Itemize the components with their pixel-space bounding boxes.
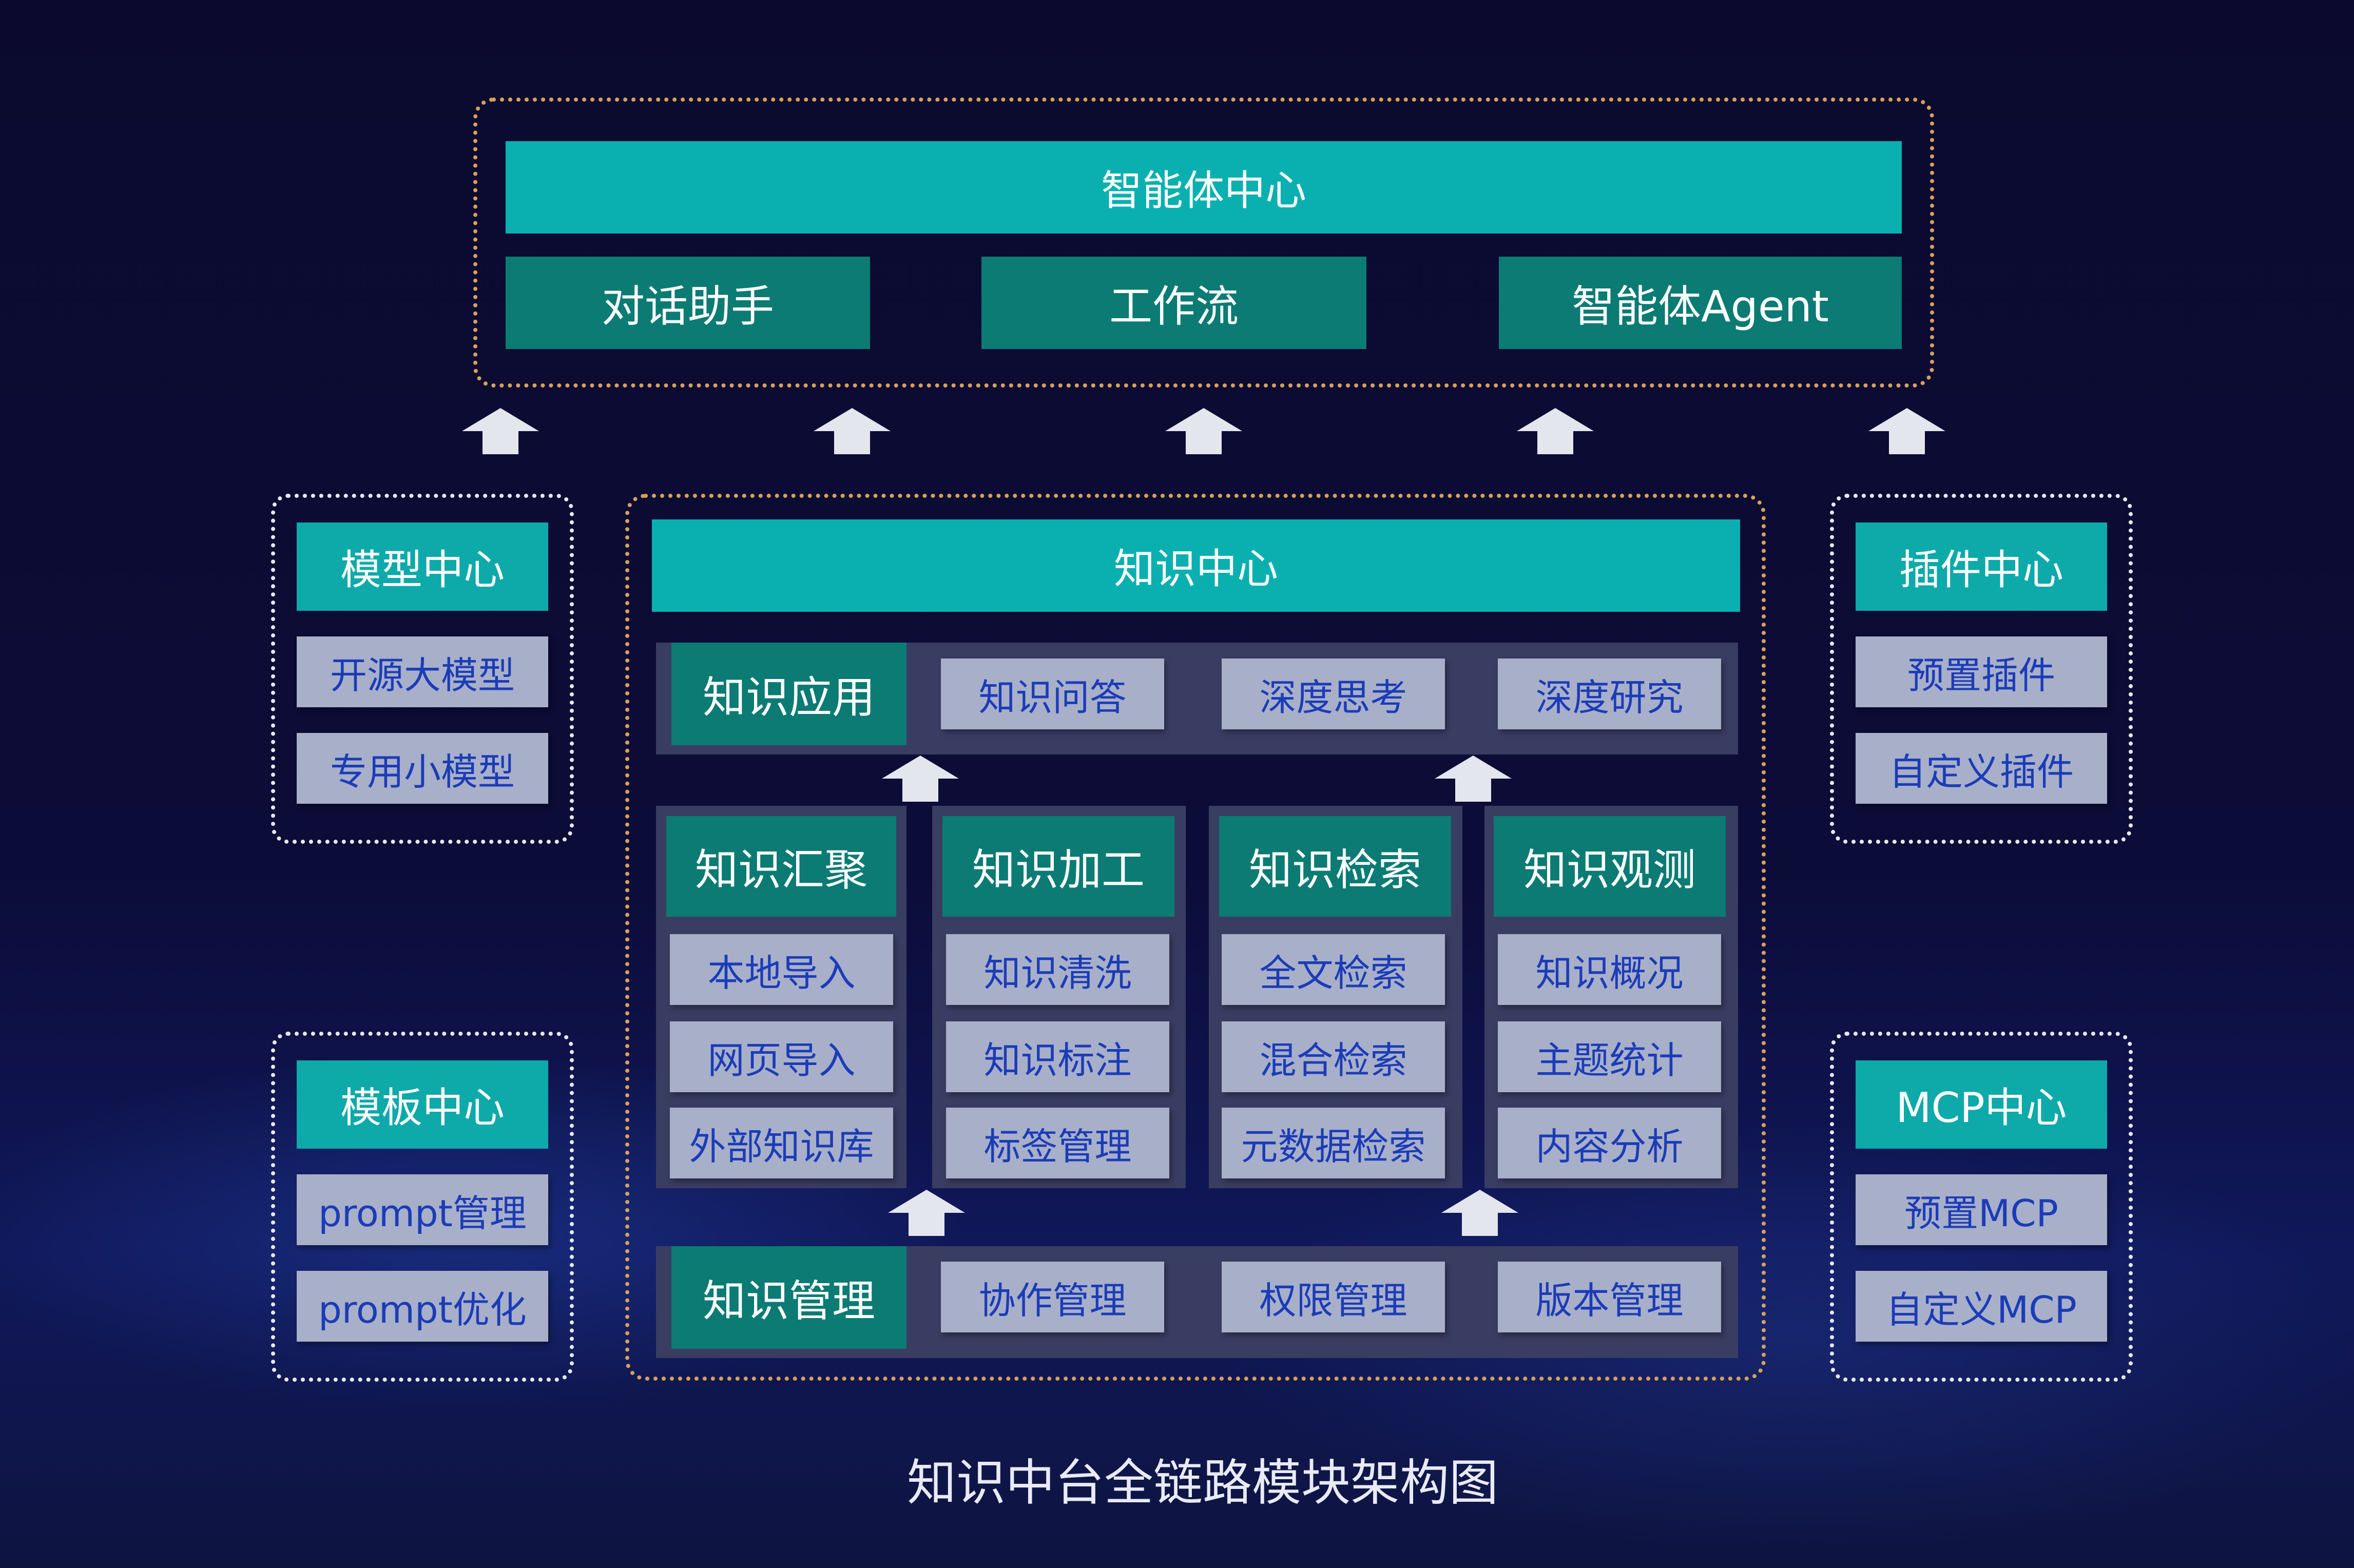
up-arrow-icon — [1435, 756, 1512, 802]
preset-plugin-item: 预置插件 — [1856, 636, 2107, 707]
permission-management-item: 权限管理 — [1222, 1262, 1445, 1332]
plugin-center-title: 插件中心 — [1856, 522, 2107, 611]
knowledge-cleaning-item: 知识清洗 — [946, 934, 1169, 1005]
open-source-llm-item: 开源大模型 — [297, 636, 548, 707]
model-center-title: 模型中心 — [297, 522, 548, 611]
version-management-item: 版本管理 — [1498, 1262, 1721, 1332]
agent-center-title: 智能体中心 — [506, 141, 1902, 234]
knowledge-center-title: 知识中心 — [652, 519, 1740, 612]
model-center-frame — [271, 494, 574, 844]
template-center-title: 模板中心 — [297, 1060, 548, 1149]
knowledge-overview-item: 知识概况 — [1498, 934, 1721, 1005]
mcp-center-title: MCP中心 — [1856, 1060, 2107, 1149]
up-arrow-icon — [1868, 408, 1945, 454]
knowledge-qa-item: 知识问答 — [941, 659, 1164, 729]
agent-center-frame — [473, 98, 1934, 388]
content-analysis-item: 内容分析 — [1498, 1108, 1721, 1178]
collaboration-management-item: 协作管理 — [941, 1262, 1164, 1332]
up-arrow-icon — [814, 408, 891, 454]
up-arrow-icon — [462, 408, 539, 454]
metadata-search-item: 元数据检索 — [1222, 1108, 1445, 1178]
web-import-item: 网页导入 — [670, 1021, 893, 1092]
custom-plugin-item: 自定义插件 — [1856, 733, 2107, 804]
plugin-center-frame — [1830, 494, 2133, 844]
specialized-small-model-item: 专用小模型 — [297, 733, 548, 804]
knowledge-observation-title: 知识观测 — [1494, 816, 1726, 917]
workflow-box: 工作流 — [981, 257, 1366, 349]
dialog-assistant-box: 对话助手 — [506, 257, 870, 349]
hybrid-search-item: 混合检索 — [1222, 1021, 1445, 1092]
knowledge-annotation-item: 知识标注 — [946, 1021, 1169, 1092]
deep-research-item: 深度研究 — [1498, 659, 1721, 729]
topic-statistics-item: 主题统计 — [1498, 1021, 1721, 1092]
mcp-center-frame — [1830, 1032, 2133, 1382]
knowledge-center-frame — [625, 494, 1766, 1381]
custom-mcp-item: 自定义MCP — [1856, 1271, 2107, 1342]
up-arrow-icon — [1517, 408, 1594, 454]
diagram-caption: 知识中台全链路模块架构图 — [907, 1454, 1498, 1512]
external-kb-item: 外部知识库 — [670, 1108, 893, 1178]
fulltext-search-item: 全文检索 — [1222, 934, 1445, 1005]
knowledge-aggregation-title: 知识汇聚 — [666, 816, 896, 917]
preset-mcp-item: 预置MCP — [1856, 1174, 2107, 1245]
prompt-optimization-item: prompt优化 — [297, 1271, 548, 1342]
template-center-frame — [271, 1032, 574, 1382]
local-import-item: 本地导入 — [670, 934, 893, 1005]
up-arrow-icon — [882, 756, 959, 802]
up-arrow-icon — [1441, 1190, 1518, 1236]
tag-management-item: 标签管理 — [946, 1108, 1169, 1178]
up-arrow-icon — [1165, 408, 1242, 454]
knowledge-application-label: 知识应用 — [671, 643, 906, 745]
knowledge-management-label: 知识管理 — [671, 1246, 906, 1349]
agent-box: 智能体Agent — [1499, 257, 1902, 349]
up-arrow-icon — [888, 1190, 965, 1236]
prompt-management-item: prompt管理 — [297, 1174, 548, 1245]
knowledge-retrieval-title: 知识检索 — [1219, 816, 1451, 917]
deep-thinking-item: 深度思考 — [1222, 659, 1445, 729]
knowledge-processing-title: 知识加工 — [942, 816, 1174, 917]
